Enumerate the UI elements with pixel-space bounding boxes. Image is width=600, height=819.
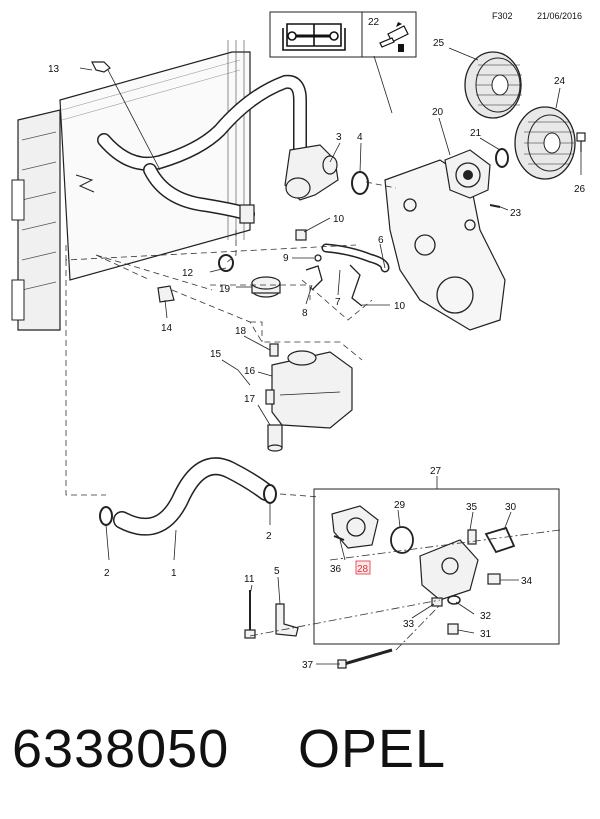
legend-box: 22	[269, 11, 417, 58]
bolt-11	[244, 590, 256, 639]
callout-36: 36	[330, 564, 342, 575]
callout-2a: 2	[104, 568, 110, 579]
callout-17: 17	[244, 394, 256, 405]
bolt-23	[489, 204, 501, 208]
highlight-box-28	[355, 560, 371, 575]
expansion-tank	[265, 350, 353, 429]
callout-18: 18	[235, 326, 247, 337]
callout-10a: 10	[333, 214, 345, 225]
bracket-5	[275, 603, 299, 637]
parts-diagram: F302 21/06/2016 22	[11, 11, 586, 671]
pulley-25	[464, 51, 522, 119]
callout-6: 6	[378, 235, 384, 246]
callout-5: 5	[274, 566, 280, 577]
callout-3: 3	[336, 132, 342, 143]
assembly-lines	[65, 181, 561, 651]
water-pump	[444, 148, 509, 199]
callout-33: 33	[403, 619, 415, 630]
callout-19: 19	[219, 284, 231, 295]
radiator	[11, 40, 251, 331]
lower-hose	[99, 457, 277, 536]
brand-name: OPEL	[298, 719, 447, 779]
callout-7: 7	[335, 297, 341, 308]
callout-34: 34	[521, 576, 533, 587]
callout-28: 28	[357, 564, 369, 575]
callout-2b: 2	[266, 531, 272, 542]
callout-30: 30	[505, 502, 517, 513]
clip-14	[157, 285, 175, 303]
callout-29: 29	[394, 500, 406, 511]
callout-24: 24	[554, 76, 566, 87]
callout-14: 14	[161, 323, 173, 334]
callout-20: 20	[432, 107, 444, 118]
callout-13: 13	[48, 64, 60, 75]
callout-26: 26	[574, 184, 586, 195]
diagram-date: 21/06/2016	[537, 11, 582, 21]
book-wrench-icon	[282, 23, 346, 51]
leader-lines	[79, 47, 582, 665]
callout-9: 9	[283, 253, 289, 264]
callout-12: 12	[182, 268, 194, 279]
callout-37: 37	[302, 660, 314, 671]
callout-1: 1	[171, 568, 177, 579]
bolt-37	[337, 648, 393, 669]
thermostat-housing	[331, 505, 516, 635]
callout-35: 35	[466, 502, 478, 513]
thermostat-group-box	[313, 488, 560, 645]
clip-12	[218, 254, 234, 272]
callout-15: 15	[210, 349, 222, 360]
bypass-hose	[295, 229, 390, 307]
sensor-18	[269, 343, 279, 357]
callout-22: 22	[368, 17, 380, 28]
callout-21: 21	[470, 128, 482, 139]
diagram-code: F302	[492, 11, 513, 21]
callout-16: 16	[244, 366, 256, 377]
filler-cap	[251, 276, 281, 298]
callout-10b: 10	[394, 301, 406, 312]
outlet-pipe	[284, 144, 369, 201]
callout-25: 25	[433, 38, 445, 49]
part-number: 6338050	[12, 719, 230, 779]
callout-23: 23	[510, 208, 522, 219]
callout-27: 27	[430, 466, 442, 477]
callouts: 13 3 4 10 6 9 12 19 7 8 10 14 18 15 16 1…	[48, 38, 586, 671]
callout-31: 31	[480, 629, 492, 640]
pulley-24	[514, 106, 586, 180]
sealant-tube-icon	[379, 22, 409, 52]
callout-32: 32	[480, 611, 492, 622]
upper-hose	[97, 74, 307, 224]
callout-8: 8	[302, 308, 308, 319]
callout-11: 11	[244, 574, 255, 585]
hose-17	[267, 424, 283, 452]
callout-4: 4	[357, 132, 363, 143]
